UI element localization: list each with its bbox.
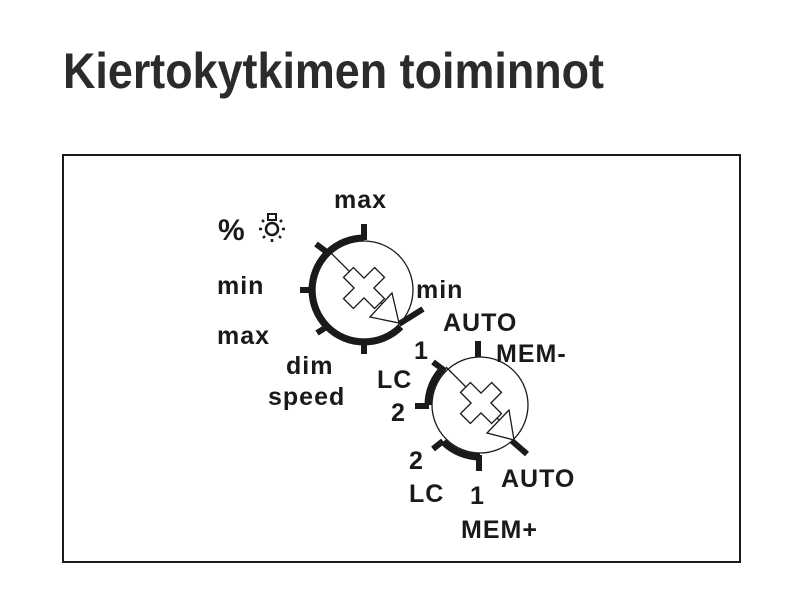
- label-2-bottom: 2: [409, 447, 424, 475]
- tick-lower-right: [510, 438, 529, 457]
- label-speed: speed: [268, 383, 345, 411]
- label-min-left: min: [217, 272, 264, 300]
- label-auto-bottom: AUTO: [501, 465, 575, 493]
- knob-pointer: [329, 251, 400, 324]
- label-min-right: min: [416, 276, 463, 304]
- tick-lower-right: [397, 306, 425, 327]
- upper-rotary-knob: [300, 224, 425, 354]
- tick-upper-left: [431, 359, 447, 374]
- light-bulb-icon: [259, 213, 285, 242]
- label-dim: dim: [286, 352, 333, 380]
- label-lc-bottom: LC: [409, 480, 444, 508]
- knob-pointer: [445, 366, 515, 441]
- label-2-top: 2: [391, 399, 406, 427]
- label-1-top: 1: [414, 337, 429, 365]
- percent-symbol: %: [218, 214, 246, 247]
- label-mem-minus: MEM-: [496, 340, 567, 368]
- tick-lower-left: [315, 323, 330, 336]
- pointer-arrow-icon: [485, 408, 515, 441]
- tick-lower-left: [431, 438, 445, 452]
- lower-rotary-knob: [415, 341, 529, 471]
- label-max-top: max: [334, 186, 387, 214]
- label-1-bottom: 1: [470, 482, 485, 510]
- label-auto-top: AUTO: [443, 309, 517, 337]
- label-lc-top: LC: [377, 366, 412, 394]
- label-max-left: max: [217, 322, 270, 350]
- page-title: Kiertokytkimen toiminnot: [63, 43, 604, 99]
- pointer-arrow-icon: [368, 291, 400, 324]
- knob-scale-arc: [308, 234, 404, 346]
- diagram-frame: [62, 154, 741, 563]
- tick-upper-left: [314, 241, 330, 256]
- label-mem-plus: MEM+: [461, 516, 538, 544]
